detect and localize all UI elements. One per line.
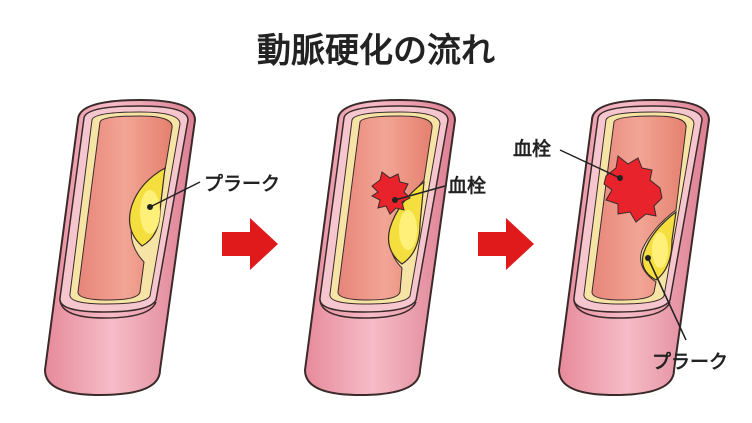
thrombus — [603, 155, 663, 223]
label-leader-line — [394, 185, 446, 201]
stage-2-vessel: 血栓 — [303, 98, 486, 397]
vessel-bottom-ring — [573, 299, 671, 319]
plaque-core — [652, 232, 668, 268]
right-arrow-icon — [478, 218, 534, 270]
label-thrombus-2: 血栓 — [448, 174, 486, 197]
stage-3-vessel: 血栓 プラーク — [513, 98, 728, 397]
vessel-bottom-ring — [319, 299, 417, 319]
right-arrow-icon — [222, 218, 278, 270]
page-title: 動脈硬化の流れ — [257, 31, 495, 71]
stage-1-vessel: プラーク — [43, 98, 280, 397]
label-thrombus-3: 血栓 — [513, 137, 551, 160]
label-plaque-1: プラーク — [204, 172, 280, 195]
thrombus — [371, 171, 411, 215]
label-leader-line — [559, 149, 621, 179]
vessel-bottom-ring — [59, 299, 157, 319]
plaque-core — [399, 210, 417, 250]
label-plaque-3: プラーク — [652, 350, 728, 373]
label-leader-line — [149, 181, 201, 208]
label-leader-line — [647, 257, 687, 341]
plaque-core — [140, 190, 160, 234]
